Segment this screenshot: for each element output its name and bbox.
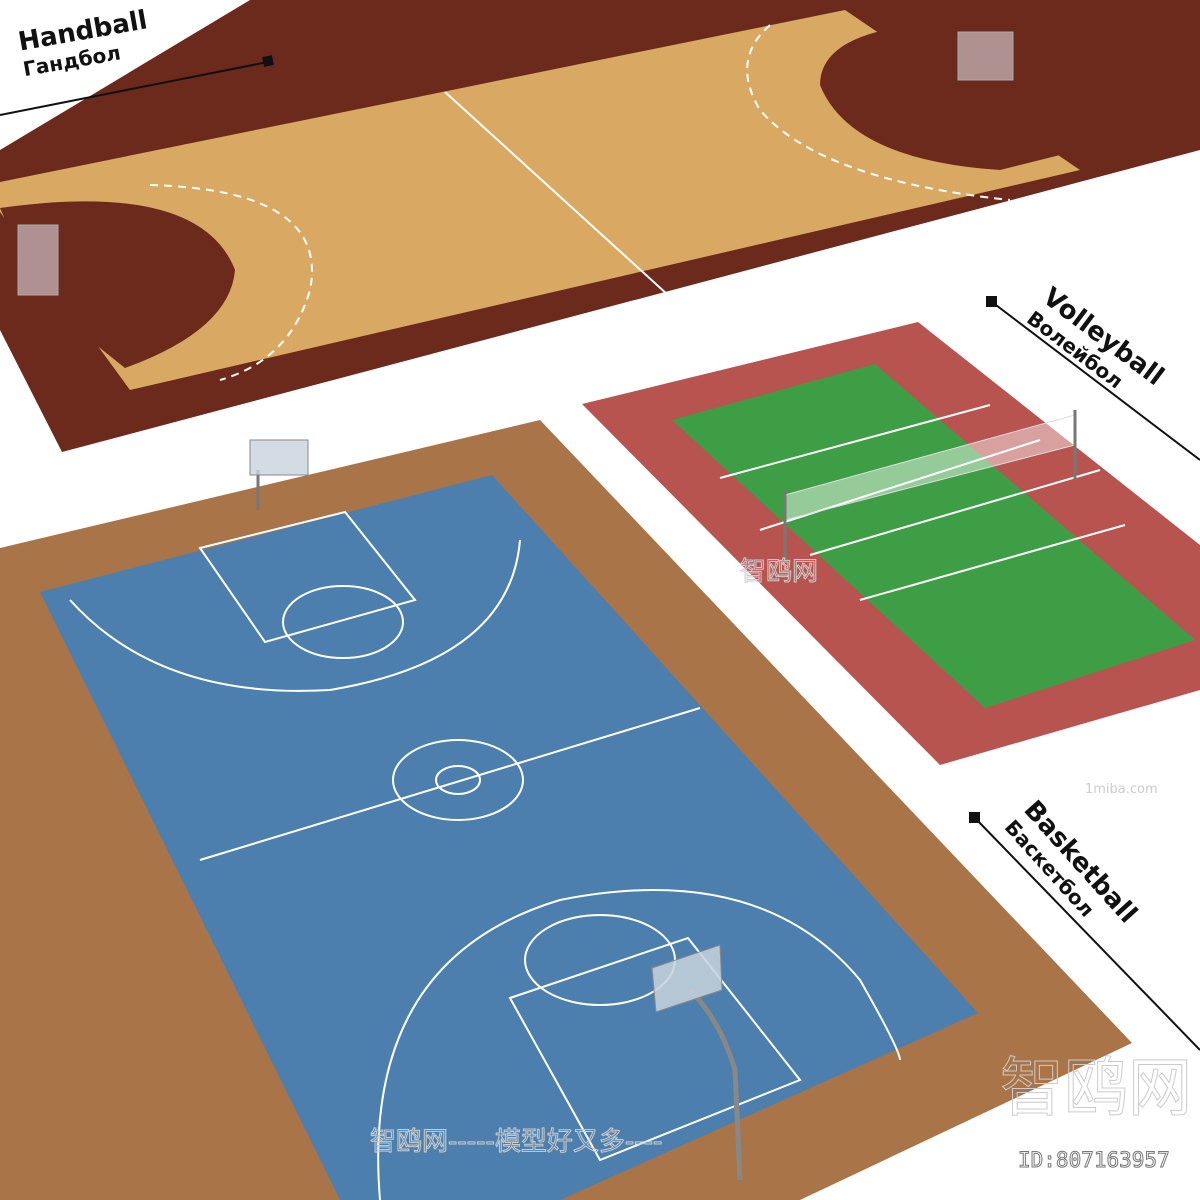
volleyball-floor	[672, 364, 1195, 708]
volleyball-center-line	[759, 439, 1041, 531]
volleyball-back-line	[859, 524, 1126, 601]
handball-label-marker	[262, 55, 274, 67]
handball-left-goal	[17, 224, 59, 296]
basketball-top-backboard	[249, 439, 309, 476]
handball-right-goal-area	[820, 27, 1060, 170]
basketball-floor	[40, 475, 978, 1200]
basketball-center-line	[199, 707, 701, 861]
basketball-top-free-throw-circle	[282, 585, 404, 659]
volleyball-court	[582, 322, 1200, 765]
volleyball-attack-line-1	[719, 404, 991, 479]
basketball-bottom-backboard	[651, 944, 723, 1013]
watermark-site: 1miba.com	[1085, 782, 1158, 797]
basketball-label-pointer	[974, 817, 1200, 1051]
watermark-brand-2: 智鸥网	[740, 557, 818, 587]
handball-right-free-throw-line	[746, 24, 1011, 201]
handball-court	[0, 0, 1200, 452]
basketball-top-key	[198, 510, 417, 644]
handball-center-line	[444, 91, 669, 296]
basketball-center-circle	[392, 739, 524, 821]
basketball-bottom-three-point-arc	[377, 889, 901, 1200]
basketball-bottom-key	[508, 936, 802, 1162]
volleyball-label-pointer	[991, 301, 1200, 461]
basketball-court	[0, 420, 1132, 1200]
basketball-center-inner-circle	[435, 765, 481, 795]
basketball-top-three-point-arc	[69, 539, 521, 692]
handball-left-goal-area	[0, 201, 235, 368]
watermark-brand: 智鸥网	[1000, 1052, 1192, 1126]
handball-floor	[0, 10, 1080, 390]
basketball-label-marker	[969, 812, 980, 823]
watermark-slogan: 智鸥网-----模型好又多----	[370, 1127, 662, 1157]
image-id: ID:807163957	[1018, 1148, 1171, 1173]
volleyball-label-marker	[986, 296, 997, 307]
handball-left-free-throw-line	[149, 184, 313, 381]
volleyball-attack-line-2	[809, 469, 1101, 556]
handball-right-goal	[957, 31, 1014, 81]
handball-label-pointer	[0, 61, 269, 116]
